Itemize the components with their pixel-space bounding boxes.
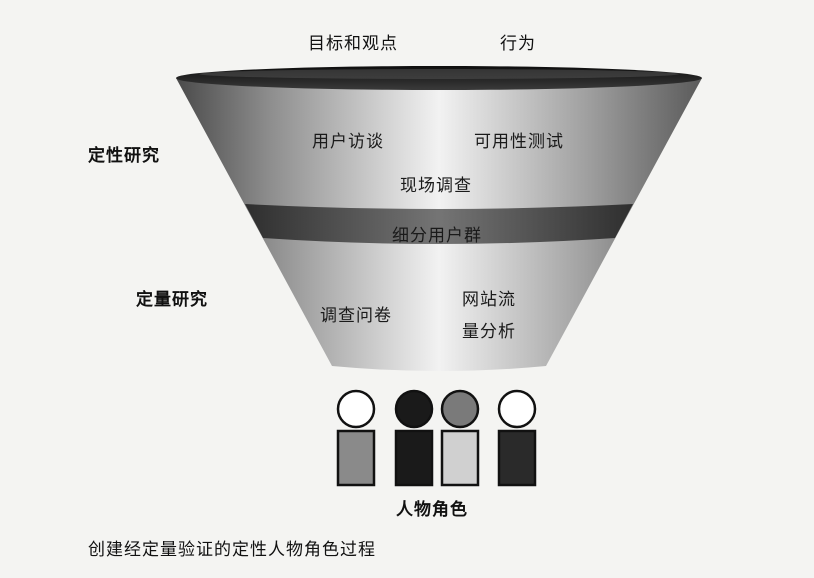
item-web-analytics-line2: 量分析 xyxy=(462,322,516,342)
persona-body xyxy=(394,429,434,487)
item-user-segmentation: 细分用户群 xyxy=(392,226,482,246)
item-usability-testing: 可用性测试 xyxy=(474,132,564,152)
persona-body xyxy=(440,429,480,487)
persona-figure-2 xyxy=(394,389,434,487)
persona-head xyxy=(497,389,537,429)
item-user-interview: 用户访谈 xyxy=(312,132,384,152)
section-label-qualitative: 定性研究 xyxy=(88,146,160,166)
persona-head xyxy=(440,389,480,429)
funnel-rim-highlight xyxy=(199,69,679,79)
persona-head xyxy=(336,389,376,429)
persona-figure-4 xyxy=(497,389,537,487)
figure-caption: 创建经定量验证的定性人物角色过程 xyxy=(88,540,376,560)
top-label-behavior: 行为 xyxy=(500,34,536,54)
item-web-analytics-line1: 网站流 xyxy=(462,290,516,310)
persona-body xyxy=(497,429,537,487)
persona-label: 人物角色 xyxy=(396,500,468,520)
item-survey: 调查问卷 xyxy=(320,306,392,326)
persona-figure-3 xyxy=(440,389,480,487)
persona-figures xyxy=(336,389,537,487)
persona-figure-1 xyxy=(336,389,376,487)
persona-head xyxy=(394,389,434,429)
section-label-quantitative: 定量研究 xyxy=(136,290,208,310)
item-field-research: 现场调查 xyxy=(400,176,472,196)
persona-body xyxy=(336,429,376,487)
funnel-segment-band xyxy=(245,204,633,244)
top-label-goals: 目标和观点 xyxy=(308,34,398,54)
